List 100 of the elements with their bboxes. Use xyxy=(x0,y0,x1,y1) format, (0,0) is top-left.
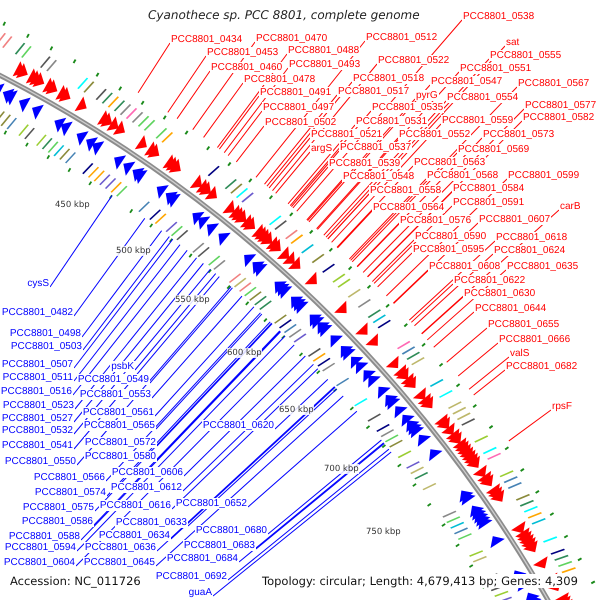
gene-label: PCC8801_0497 xyxy=(262,102,336,113)
gene-label: PCC8801_0482 xyxy=(0,307,74,318)
gene-label: PCC8801_0607 xyxy=(478,214,552,225)
gene-label: PCC8801_0616 xyxy=(98,500,172,511)
gene-label: PCC8801_0599 xyxy=(507,170,580,181)
leader-line xyxy=(508,410,552,442)
leader-line xyxy=(248,410,358,508)
position-label: 700 kbp xyxy=(324,464,359,474)
gene-label: pyrG xyxy=(415,90,439,101)
leader-line xyxy=(82,236,170,350)
leader-line xyxy=(238,442,384,562)
leader-line xyxy=(156,386,336,552)
leader-line xyxy=(152,296,242,398)
leader-line xyxy=(228,110,262,156)
gene-label: PCC8801_0573 xyxy=(482,129,556,140)
gene-label: PCC8801_0652 xyxy=(174,498,248,509)
leader-line xyxy=(356,224,400,268)
gene-label: PCC8801_0507 xyxy=(0,359,74,370)
gene-label: PCC8801_0532 xyxy=(0,425,74,436)
leader-line xyxy=(156,323,273,446)
leader-line xyxy=(421,296,464,334)
gene-label: PCC8801_0559 xyxy=(441,115,514,126)
gene-label: PCC8801_0503 xyxy=(10,341,83,352)
gene-label: PCC8801_0566 xyxy=(32,472,106,483)
gene-label: PCC8801_0553 xyxy=(78,389,152,400)
gene-label: PCC8801_0692 xyxy=(154,571,228,582)
gene-label: PCC8801_0470 xyxy=(255,33,328,44)
leader-line xyxy=(372,240,414,282)
leader-line xyxy=(150,287,233,384)
gene-label: valS xyxy=(509,348,530,359)
gene-label: PCC8801_0575 xyxy=(22,502,95,513)
gene-label: PCC8801_0682 xyxy=(505,361,578,372)
gene-label: PCC8801_0548 xyxy=(342,171,416,182)
gene-label: PCC8801_0478 xyxy=(243,74,316,85)
gene-label: PCC8801_0582 xyxy=(522,112,596,123)
gene-label: PCC8801_0580 xyxy=(84,451,157,462)
leader-line xyxy=(337,210,372,248)
gene-label: PCC8801_0588 xyxy=(8,531,81,542)
leader-line xyxy=(275,152,310,194)
position-label: 450 kbp xyxy=(55,200,90,210)
leader-line xyxy=(182,364,314,492)
gene-label: PCC8801_0635 xyxy=(506,261,580,272)
gene-label: PCC8801_0527 xyxy=(0,413,74,424)
leader-line xyxy=(268,440,382,534)
gene-label: PCC8801_0586 xyxy=(20,516,94,527)
gene-label: PCC8801_0620 xyxy=(202,420,275,431)
leader-line xyxy=(292,166,328,208)
gene-label: PCC8801_0493 xyxy=(288,59,362,70)
gene-label: PCC8801_0618 xyxy=(495,232,568,243)
gene-label: PCC8801_0622 xyxy=(453,275,526,286)
gene-label: PCC8801_0552 xyxy=(398,129,472,140)
gene-label: PCC8801_0612 xyxy=(110,482,183,493)
position-label: 500 kbp xyxy=(116,246,151,256)
gene-label: PCC8801_0558 xyxy=(369,185,442,196)
gene-label: PCC8801_0568 xyxy=(426,170,500,181)
gene-label: PCC8801_0594 xyxy=(4,542,77,553)
leader-line xyxy=(170,386,336,540)
leader-line xyxy=(176,70,210,120)
gene-label: PCC8801_0537 xyxy=(339,142,412,153)
leader-line xyxy=(74,238,174,368)
gene-label: PCC8801_0572 xyxy=(84,437,157,448)
gene-label: PCC8801_0630 xyxy=(463,288,536,299)
leader-line xyxy=(156,314,262,430)
leader-line xyxy=(288,124,356,204)
gene-label: PCC8801_0595 xyxy=(412,244,486,255)
gene-label: rpsF xyxy=(551,401,573,412)
leader-line xyxy=(172,368,318,510)
gene-label: PCC8801_0574 xyxy=(34,487,107,498)
leader-line xyxy=(188,388,338,526)
gene-label: PCC8801_0549 xyxy=(76,374,150,385)
leader-line xyxy=(228,448,390,580)
gene-label: guaA xyxy=(188,587,213,598)
gene-label: PCC8801_0633 xyxy=(114,517,188,528)
gene-label: PCC8801_0655 xyxy=(487,319,560,330)
leader-line xyxy=(268,138,310,188)
gene-label: PCC8801_0606 xyxy=(110,467,184,478)
gene-label: PCC8801_0539 xyxy=(328,158,402,169)
gene-label: PCC8801_0564 xyxy=(372,202,446,213)
leader-line xyxy=(392,270,428,304)
gene-label: PCC8801_0567 xyxy=(517,78,590,89)
leader-line xyxy=(327,194,370,240)
genome-info-text: Accession: NC_011726 xyxy=(10,574,141,588)
gene-label: PCC8801_0531 xyxy=(355,116,428,127)
gene-label: PCC8801_0608 xyxy=(428,261,502,272)
leader-line xyxy=(154,306,254,416)
leader-line xyxy=(212,451,392,596)
gene-label: PCC8801_0577 xyxy=(524,100,598,111)
gene-label: PCC8801_0565 xyxy=(82,420,156,431)
gene-label: PCC8801_0634 xyxy=(98,530,171,541)
leader-line xyxy=(167,56,206,113)
leader-line xyxy=(256,443,385,550)
gene-label: PCC8801_0554 xyxy=(446,92,520,103)
leader-line xyxy=(82,230,162,338)
gene-label: PCC8801_0551 xyxy=(459,63,532,74)
leader-line xyxy=(50,194,113,288)
gene-label: PCC8801_0522 xyxy=(377,55,450,66)
gene-label: PCC8801_0563 xyxy=(413,157,486,168)
gene-label: argS xyxy=(310,143,334,154)
gene-label: PCC8801_0636 xyxy=(84,542,157,553)
gene-label: PCC8801_0569 xyxy=(457,144,530,155)
